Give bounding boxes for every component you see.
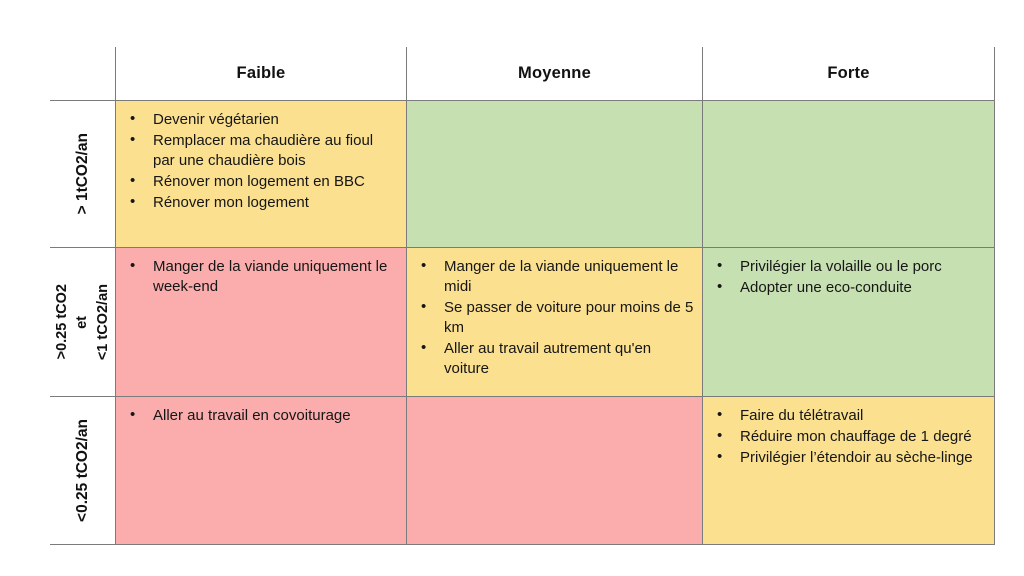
column-header-label: Moyenne	[518, 64, 591, 82]
row-header-label-line: >0.25 tCO2	[53, 284, 70, 360]
matrix-cell-mid-faible: Manger de la viande uniquement le week-e…	[115, 248, 406, 397]
column-header-moyenne: Moyenne	[406, 47, 702, 101]
action-list: Faire du télétravail Réduire mon chauffa…	[713, 405, 986, 468]
action-list: Privilégier la volaille ou le porc Adopt…	[713, 256, 986, 298]
list-item: Devenir végétarien	[126, 109, 398, 130]
list-item: Aller au travail autrement qu'en voiture	[417, 338, 694, 379]
list-item: Rénover mon logement en BBC	[126, 171, 398, 192]
action-list: Manger de la viande uniquement le midi S…	[417, 256, 694, 379]
column-header-faible: Faible	[115, 47, 406, 101]
row-header-label-line: et	[74, 315, 91, 329]
list-item: Adopter une eco-conduite	[713, 277, 986, 298]
action-list: Devenir végétarien Remplacer ma chaudièr…	[126, 109, 398, 213]
list-item: Rénover mon logement	[126, 192, 398, 213]
matrix-cell-gt1t-moyenne	[406, 101, 702, 248]
matrix-cell-gt1t-forte	[702, 101, 995, 248]
action-list: Manger de la viande uniquement le week-e…	[126, 256, 398, 297]
matrix-cell-low-faible: Aller au travail en covoiturage	[115, 397, 406, 545]
list-item: Aller au travail en covoiturage	[126, 405, 398, 426]
row-header-label-line: > 1tCO2/an	[73, 133, 91, 215]
matrix-corner-cell	[50, 47, 115, 101]
matrix-cell-low-moyenne	[406, 397, 702, 545]
list-item: Manger de la viande uniquement le midi	[417, 256, 694, 297]
list-item: Réduire mon chauffage de 1 degré	[713, 426, 986, 447]
list-item: Privilégier la volaille ou le porc	[713, 256, 986, 277]
row-header-between-025-and-1t: >0.25 tCO2 et <1 tCO2/an	[50, 248, 115, 397]
column-header-forte: Forte	[702, 47, 995, 101]
matrix-cell-gt1t-faible: Devenir végétarien Remplacer ma chaudièr…	[115, 101, 406, 248]
list-item: Privilégier l’étendoir au sèche-linge	[713, 447, 986, 468]
column-header-label: Forte	[827, 64, 870, 82]
row-header-label-line: <1 tCO2/an	[94, 283, 111, 361]
matrix-cell-mid-forte: Privilégier la volaille ou le porc Adopt…	[702, 248, 995, 397]
list-item: Remplacer ma chaudière au fioul par une …	[126, 130, 398, 171]
list-item: Manger de la viande uniquement le week-e…	[126, 256, 398, 297]
list-item: Se passer de voiture pour moins de 5 km	[417, 297, 694, 338]
impact-effort-matrix: Faible Moyenne Forte > 1tCO2/an Devenir …	[50, 47, 995, 545]
row-header-gt-1t: > 1tCO2/an	[50, 101, 115, 248]
row-header-lt-025t: <0.25 tCO2/an	[50, 397, 115, 545]
matrix-cell-low-forte: Faire du télétravail Réduire mon chauffa…	[702, 397, 995, 545]
list-item: Faire du télétravail	[713, 405, 986, 426]
matrix-cell-mid-moyenne: Manger de la viande uniquement le midi S…	[406, 248, 702, 397]
action-list: Aller au travail en covoiturage	[126, 405, 398, 426]
column-header-label: Faible	[236, 64, 286, 82]
row-header-label-line: <0.25 tCO2/an	[73, 419, 91, 522]
